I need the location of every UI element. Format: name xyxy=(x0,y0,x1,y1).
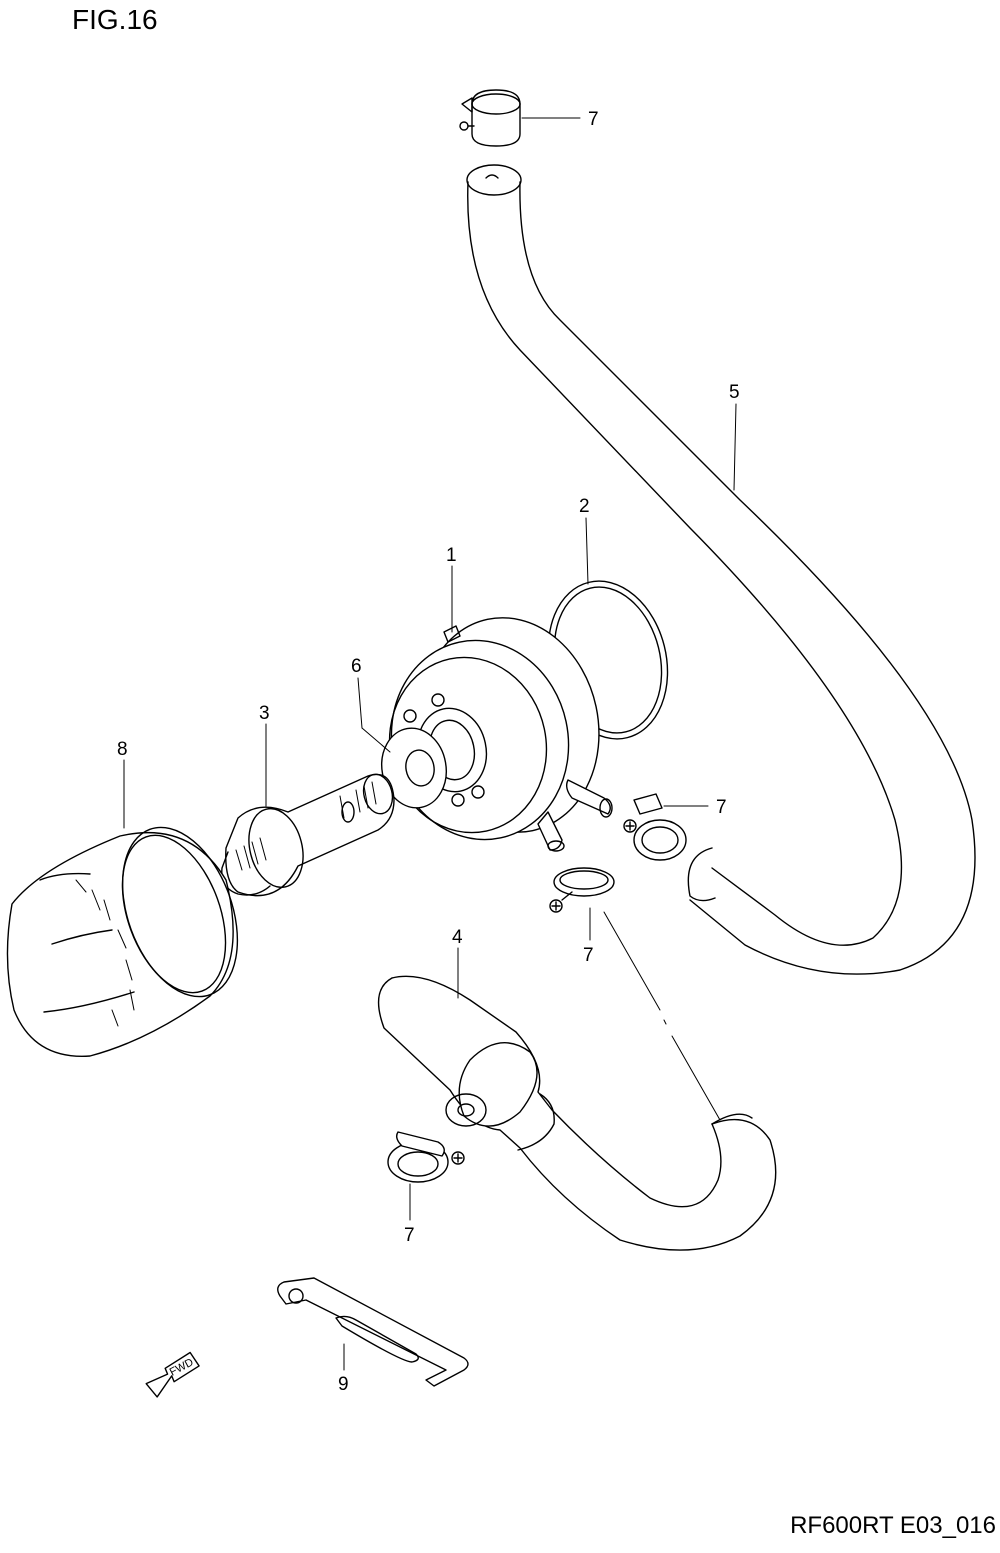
figure-title: FIG.16 xyxy=(72,4,158,35)
hose-clamp-middle xyxy=(549,867,615,913)
hose-clamp-lower xyxy=(387,1131,465,1183)
drawing-code: RF600RT E03_016 xyxy=(790,1512,996,1539)
callout-7-right: 7 xyxy=(716,797,727,818)
callout-4: 4 xyxy=(452,927,463,948)
forward-direction-arrow: FWD xyxy=(145,1351,200,1398)
callout-6: 6 xyxy=(351,656,362,677)
hose-4 xyxy=(377,975,777,1251)
hose-clamp-right xyxy=(623,793,687,861)
reference-numbers: 7 5 2 1 6 3 8 7 7 4 7 9 xyxy=(117,109,740,1395)
callout-1: 1 xyxy=(446,545,457,566)
union-bolt-3 xyxy=(221,773,395,897)
callout-5: 5 xyxy=(729,382,740,403)
leader-lines xyxy=(123,117,737,1371)
callout-9: 9 xyxy=(338,1374,349,1395)
oil-filter-8 xyxy=(6,826,239,1057)
callout-7-top: 7 xyxy=(588,109,599,130)
washer-6 xyxy=(381,727,447,809)
callout-2: 2 xyxy=(579,496,590,517)
hose-clamp-plate-9 xyxy=(277,1277,469,1387)
callout-8: 8 xyxy=(117,739,128,760)
hose-5 xyxy=(466,164,976,975)
callout-7-middle: 7 xyxy=(583,945,594,966)
callout-7-lower: 7 xyxy=(404,1225,415,1246)
callout-3: 3 xyxy=(259,703,270,724)
hose-clamp-top xyxy=(459,89,521,147)
